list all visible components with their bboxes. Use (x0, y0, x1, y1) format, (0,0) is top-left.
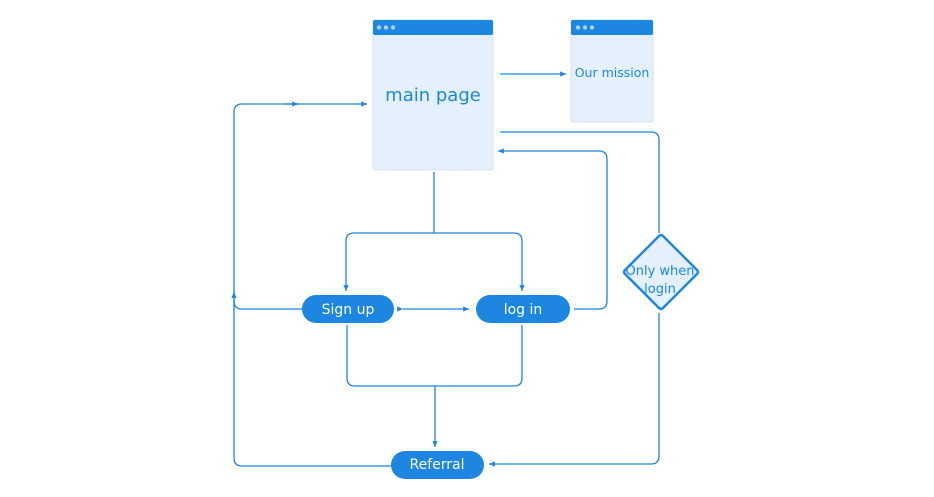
window-dot-icon (376, 25, 382, 30)
main-page-label: main page (385, 85, 481, 106)
connector-login-to-main (498, 148, 608, 310)
window-titlebar (571, 20, 653, 35)
main-page-window[interactable]: main page (372, 19, 494, 171)
log-in-label: log in (504, 302, 543, 318)
referral-label: Referral (410, 457, 465, 473)
connector-main-to-condition (500, 131, 660, 233)
connector-login-to-merge (435, 325, 523, 387)
our-mission-label: Our mission (575, 65, 650, 80)
sign-up-label: Sign up (322, 302, 375, 318)
window-dot-icon (589, 25, 595, 30)
connector-signup-to-merge (346, 325, 435, 387)
condition-label-line2: login (644, 282, 676, 297)
connector-referral-to-left-loop (231, 292, 392, 467)
window-dot-icon (582, 25, 588, 30)
referral-node[interactable]: Referral (391, 451, 484, 479)
log-in-node[interactable]: log in (476, 295, 570, 323)
connector-split-to-login (434, 232, 525, 291)
condition-diamond[interactable]: Only when login (622, 233, 700, 311)
sign-up-node[interactable]: Sign up (302, 295, 394, 323)
window-dot-icon (383, 25, 389, 30)
connector-signup-to-main (233, 101, 367, 310)
window-titlebar (373, 20, 493, 35)
window-dot-icon (390, 25, 396, 30)
connectors (231, 71, 660, 467)
connector-condition-to-referral (489, 313, 660, 467)
window-dot-icon (575, 25, 581, 30)
our-mission-window[interactable]: Our mission (570, 19, 654, 123)
condition-label-line1: Only when (625, 264, 694, 279)
connector-split-to-signup (343, 232, 434, 291)
